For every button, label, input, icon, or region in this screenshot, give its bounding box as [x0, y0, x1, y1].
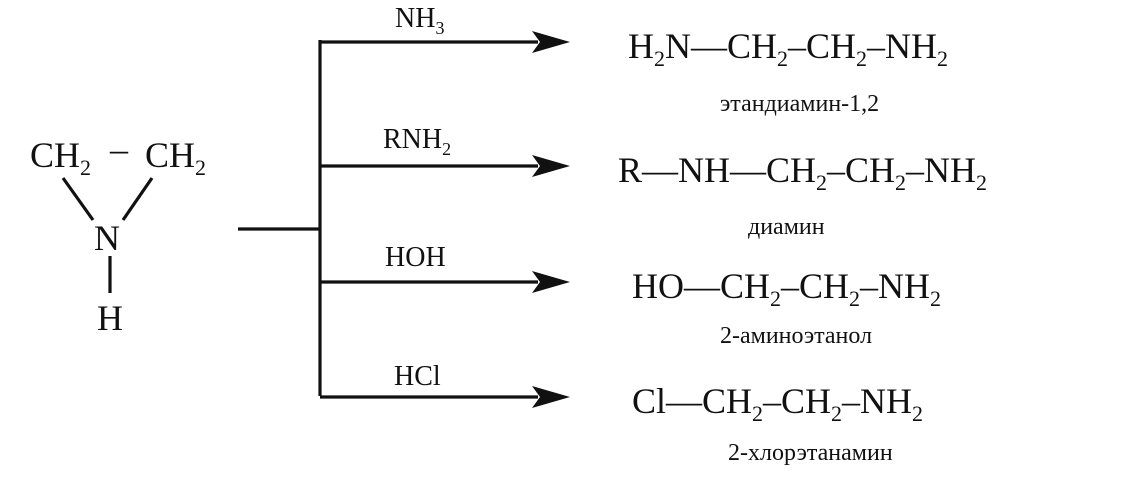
- formula-segment: R—NH—CH: [618, 150, 816, 190]
- formula-segment: Cl—CH: [632, 381, 752, 421]
- reagent-1: NH3: [395, 3, 444, 38]
- name-chloroethanamine: 2-хлорэтанамин: [728, 440, 893, 466]
- hydrogen-atom: H: [97, 298, 123, 338]
- subscript: 2: [849, 286, 860, 311]
- subscript: 2: [895, 170, 906, 195]
- formula-segment: –NH: [841, 381, 912, 421]
- formula-segment: –CH: [780, 266, 849, 306]
- products: H2N—CH2–CH2–NH2 R—NH—CH2–CH2–NH2 HO—CH2–…: [618, 26, 987, 426]
- arrow-head-4: [532, 386, 570, 408]
- formula-segment: –CH: [826, 150, 895, 190]
- subscript: 2: [856, 46, 867, 71]
- formula-segment: H: [628, 26, 654, 66]
- formula-segment: HO—CH: [632, 266, 770, 306]
- product-diamine: R—NH—CH2–CH2–NH2: [618, 150, 987, 195]
- name-aminoethanol: 2-аминоэтанол: [720, 323, 872, 349]
- subscript: 2: [777, 46, 788, 71]
- name-diamine: диамин: [748, 214, 825, 240]
- subscript: 2: [816, 170, 827, 195]
- ch2-left: CH2: [30, 135, 91, 180]
- subscript: 2: [770, 286, 781, 311]
- arrow-head-2: [532, 155, 570, 177]
- reagent-4: HCl: [394, 361, 441, 392]
- ch2-right: CH2: [145, 135, 206, 180]
- subscript: 2: [930, 286, 941, 311]
- formula-segment: –CH: [787, 26, 856, 66]
- reagents: NH3 RNH2 HOH HCl: [383, 3, 451, 392]
- subscript: 2: [937, 46, 948, 71]
- aziridine-structure: CH2 – CH2 N H: [30, 129, 206, 338]
- formula-segment: N—CH: [665, 26, 777, 66]
- formula-segment: –NH: [905, 150, 976, 190]
- formula-segment: –NH: [859, 266, 930, 306]
- formula-segment: –NH: [866, 26, 937, 66]
- product-names: этандиамин-1,2 диамин 2-аминоэтанол 2-хл…: [720, 91, 893, 466]
- nitrogen-atom: N: [94, 218, 120, 258]
- branch-lines: [238, 40, 322, 396]
- formula-segment: –CH: [762, 381, 831, 421]
- ring-bond-right: [121, 177, 154, 221]
- ring-bond-left: [61, 177, 95, 221]
- subscript: 2: [912, 401, 923, 426]
- subscript: 2: [831, 401, 842, 426]
- arrow-head-1: [532, 31, 570, 53]
- subscript: 2: [976, 170, 987, 195]
- subscript: 2: [752, 401, 763, 426]
- product-aminoethanol: HO—CH2–CH2–NH2: [632, 266, 941, 311]
- reagent-3: HOH: [385, 242, 446, 273]
- subscript: 2: [654, 46, 665, 71]
- name-ethanediamine: этандиамин-1,2: [720, 91, 879, 117]
- product-ethanediamine: H2N—CH2–CH2–NH2: [628, 26, 948, 71]
- arrow-head-3: [532, 271, 570, 293]
- ring-bond-top: –: [109, 129, 129, 169]
- product-chloroethanamine: Cl—CH2–CH2–NH2: [632, 381, 923, 426]
- reagent-2: RNH2: [383, 124, 451, 159]
- arrows: [320, 31, 570, 408]
